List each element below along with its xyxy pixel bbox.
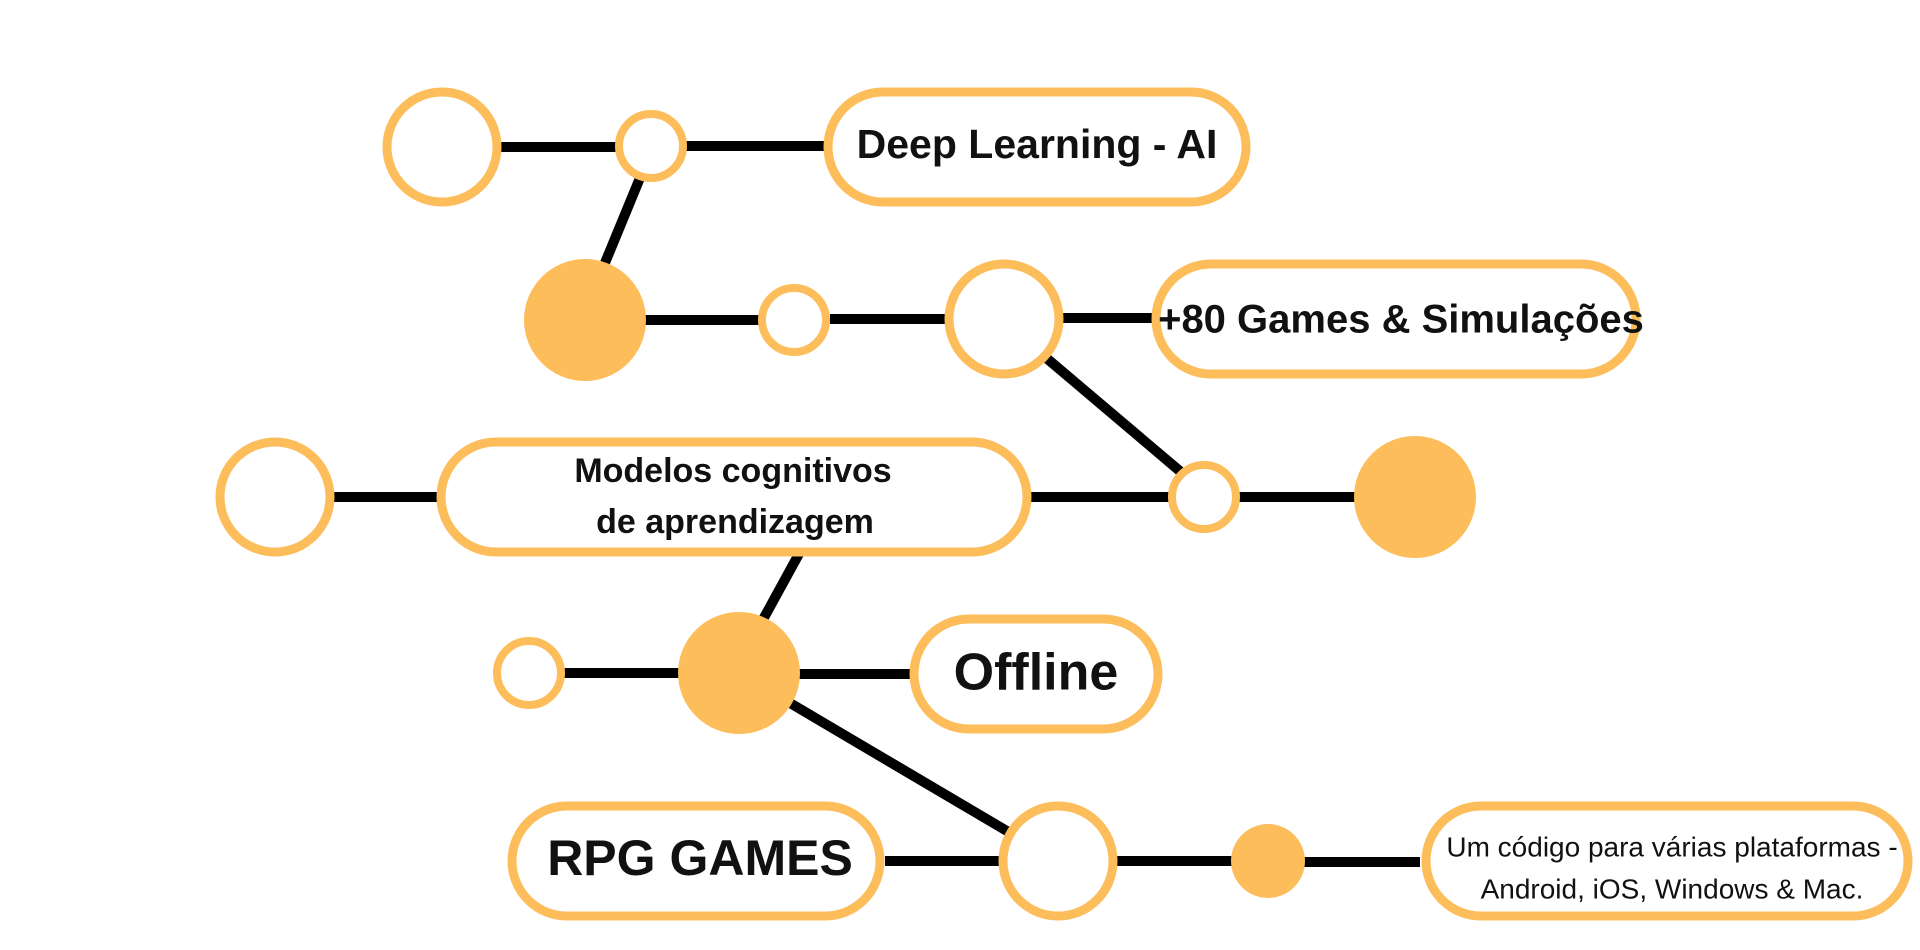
connector-lines: [330, 141, 1420, 867]
outline-node: [382, 87, 502, 207]
small-outline-node: [758, 284, 830, 356]
small-outline-node: [1168, 461, 1240, 533]
connector-line: [1040, 352, 1192, 482]
cognitive-models-label-line1: Modelos cognitivos: [574, 452, 891, 490]
filled-node: [678, 612, 800, 734]
deep-learning-label: Deep Learning - AI: [857, 121, 1218, 167]
games-simulations-label: +80 Games & Simulações: [1158, 298, 1644, 342]
outline-node: [944, 259, 1064, 379]
small-outline-node: [493, 637, 565, 709]
label-pill: [507, 801, 885, 921]
label-pill: [1421, 801, 1913, 921]
label-pill: [823, 87, 1251, 207]
label-pill: [909, 614, 1163, 734]
label-pill: [436, 437, 1032, 557]
offline-label: Offline: [954, 644, 1119, 702]
platforms-label-line2: Android, iOS, Windows & Mac.: [1481, 873, 1864, 904]
rpg-games-label: RPG GAMES: [547, 830, 853, 886]
connector-line: [755, 549, 805, 628]
platforms-label-line1: Um código para várias plataformas -: [1446, 831, 1897, 862]
outline-node: [215, 437, 335, 557]
filled-node: [524, 259, 646, 381]
small-outline-node: [615, 110, 687, 182]
filled-node: [1354, 436, 1476, 558]
label-pill: [1151, 259, 1641, 379]
nodes: Deep Learning - AI +80 Games & Simulaçõe…: [215, 87, 1913, 921]
connector-line: [787, 698, 1015, 839]
connector-line: [595, 171, 647, 277]
cognitive-models-label-line2: de aprendizagem: [596, 503, 874, 541]
small-filled-node: [1231, 824, 1305, 898]
outline-node: [998, 801, 1118, 921]
